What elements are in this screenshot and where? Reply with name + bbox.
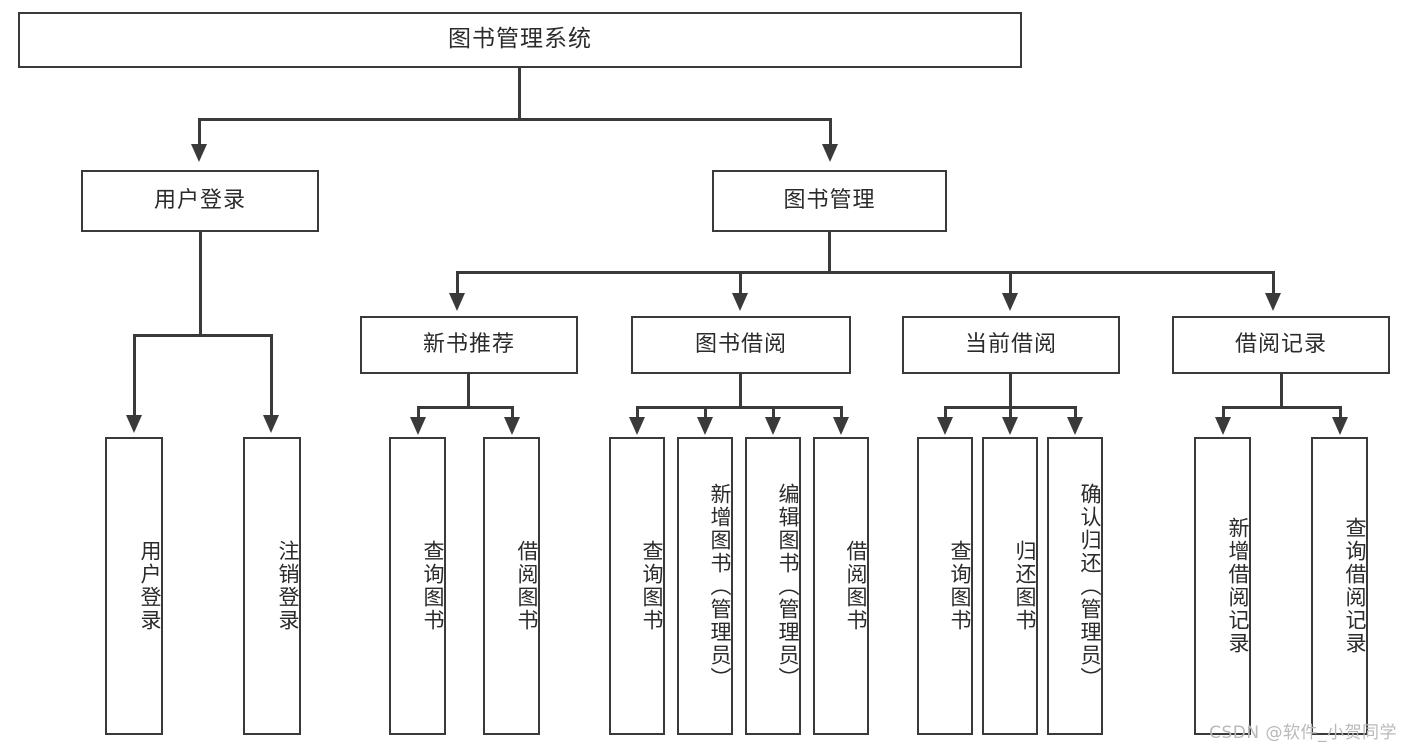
node-label: 归还图书 bbox=[1013, 540, 1037, 632]
leaf-borrow-book-recommend[interactable]: 借阅图书 bbox=[483, 437, 540, 735]
edge-root-to-userlogin bbox=[198, 118, 201, 146]
edge-root-stem bbox=[518, 68, 521, 118]
node-label: 借阅记录 bbox=[1234, 331, 1327, 357]
node-label: 编辑图书（管理员） bbox=[776, 482, 800, 690]
edge-currentborrow-stem bbox=[1009, 374, 1012, 408]
arrow-to-leaf-query-book-1 bbox=[410, 417, 426, 435]
leaf-confirm-return-admin[interactable]: 确认归还（管理员） bbox=[1047, 437, 1103, 735]
leaf-borrow-book[interactable]: 借阅图书 bbox=[813, 437, 869, 735]
edge-bookmgmt-drop-2 bbox=[739, 271, 742, 295]
edge-root-to-bookmgmt bbox=[829, 118, 832, 146]
node-root-system[interactable]: 图书管理系统 bbox=[18, 12, 1022, 68]
arrow-to-borrow-record bbox=[1265, 293, 1281, 311]
edge-userlogin-bus bbox=[133, 334, 272, 337]
arrow-to-leaf-add-book bbox=[697, 417, 713, 435]
edge-userlogin-stem bbox=[199, 232, 202, 336]
csdn-watermark: CSDN @软件_小贺同学 bbox=[1209, 723, 1397, 743]
arrow-to-leaf-borrow-book-2 bbox=[833, 417, 849, 435]
edge-root-bus bbox=[198, 118, 832, 121]
arrow-to-leaf-return-book bbox=[1002, 417, 1018, 435]
edge-bookmgmt-drop-1 bbox=[456, 271, 459, 295]
node-user-login[interactable]: 用户登录 bbox=[81, 170, 319, 232]
node-label: 用户登录 bbox=[138, 540, 162, 632]
edge-borrowrecord-drop-1 bbox=[1222, 406, 1225, 419]
node-label: 图书管理系统 bbox=[448, 26, 592, 53]
leaf-query-book-recommend[interactable]: 查询图书 bbox=[389, 437, 446, 735]
edge-recommend-drop-1 bbox=[417, 406, 420, 419]
arrow-to-leaf-user-login bbox=[126, 415, 142, 433]
node-label: 借阅图书 bbox=[844, 540, 868, 632]
edge-currentborrow-drop-2 bbox=[1009, 406, 1012, 419]
leaf-edit-book-admin[interactable]: 编辑图书（管理员） bbox=[745, 437, 801, 735]
edge-currentborrow-drop-3 bbox=[1074, 406, 1077, 419]
node-label: 新增图书（管理员） bbox=[708, 482, 732, 690]
edge-bookborrow-bus bbox=[636, 406, 842, 409]
node-label: 查询图书 bbox=[640, 540, 664, 632]
leaf-query-borrow-record[interactable]: 查询借阅记录 bbox=[1311, 437, 1368, 735]
node-label: 新书推荐 bbox=[422, 331, 515, 357]
edge-bookmgmt-stem bbox=[828, 232, 831, 274]
edge-bookborrow-drop-4 bbox=[840, 406, 843, 419]
edge-bookborrow-drop-2 bbox=[704, 406, 707, 419]
edge-recommend-bus bbox=[417, 406, 513, 409]
edge-borrowrecord-stem bbox=[1280, 374, 1283, 408]
node-label: 查询借阅记录 bbox=[1343, 517, 1367, 655]
arrow-to-leaf-add-record bbox=[1215, 417, 1231, 435]
leaf-query-book-current[interactable]: 查询图书 bbox=[917, 437, 973, 735]
arrow-to-leaf-query-book-2 bbox=[629, 417, 645, 435]
arrow-to-leaf-query-record bbox=[1332, 417, 1348, 435]
edge-userlogin-drop-2 bbox=[270, 334, 273, 417]
node-new-book-recommend[interactable]: 新书推荐 bbox=[360, 316, 578, 374]
edge-bookmgmt-drop-4 bbox=[1272, 271, 1275, 295]
node-book-management[interactable]: 图书管理 bbox=[712, 170, 947, 232]
node-label: 当前借阅 bbox=[964, 331, 1057, 357]
node-label: 新增借阅记录 bbox=[1226, 517, 1250, 655]
leaf-return-book[interactable]: 归还图书 bbox=[982, 437, 1038, 735]
edge-userlogin-drop-1 bbox=[133, 334, 136, 417]
node-label: 注销登录 bbox=[276, 540, 300, 632]
node-label: 查询图书 bbox=[948, 540, 972, 632]
leaf-add-book-admin[interactable]: 新增图书（管理员） bbox=[677, 437, 733, 735]
arrow-to-leaf-edit-book bbox=[765, 417, 781, 435]
arrow-to-current-borrow bbox=[1002, 293, 1018, 311]
leaf-query-book-borrow[interactable]: 查询图书 bbox=[609, 437, 665, 735]
node-label: 图书借阅 bbox=[694, 331, 787, 357]
node-label: 图书管理 bbox=[783, 187, 876, 213]
leaf-add-borrow-record[interactable]: 新增借阅记录 bbox=[1194, 437, 1251, 735]
leaf-user-login[interactable]: 用户登录 bbox=[105, 437, 163, 735]
arrow-to-leaf-logout bbox=[263, 415, 279, 433]
node-label: 用户登录 bbox=[153, 187, 246, 213]
arrow-to-book-borrow bbox=[732, 293, 748, 311]
edge-recommend-drop-2 bbox=[511, 406, 514, 419]
edge-bookborrow-drop-3 bbox=[772, 406, 775, 419]
arrow-to-bookmgmt bbox=[822, 144, 838, 162]
arrow-to-new-book-recommend bbox=[449, 293, 465, 311]
node-label: 确认归还（管理员） bbox=[1078, 482, 1102, 690]
edge-bookborrow-stem bbox=[739, 374, 742, 408]
edge-borrowrecord-bus bbox=[1222, 406, 1342, 409]
edge-currentborrow-drop-1 bbox=[944, 406, 947, 419]
arrow-to-leaf-query-book-3 bbox=[937, 417, 953, 435]
edge-recommend-stem bbox=[467, 374, 470, 408]
leaf-logout[interactable]: 注销登录 bbox=[243, 437, 301, 735]
node-current-borrow[interactable]: 当前借阅 bbox=[902, 316, 1120, 374]
node-label: 查询图书 bbox=[421, 540, 445, 632]
edge-bookmgmt-drop-3 bbox=[1009, 271, 1012, 295]
arrow-to-userlogin bbox=[191, 144, 207, 162]
arrow-to-leaf-confirm-return bbox=[1067, 417, 1083, 435]
node-borrow-record[interactable]: 借阅记录 bbox=[1172, 316, 1390, 374]
edge-bookmgmt-bus bbox=[456, 271, 1275, 274]
edge-borrowrecord-drop-2 bbox=[1339, 406, 1342, 419]
node-label: 借阅图书 bbox=[515, 540, 539, 632]
node-book-borrow[interactable]: 图书借阅 bbox=[631, 316, 851, 374]
arrow-to-leaf-borrow-book-1 bbox=[504, 417, 520, 435]
edge-bookborrow-drop-1 bbox=[636, 406, 639, 419]
